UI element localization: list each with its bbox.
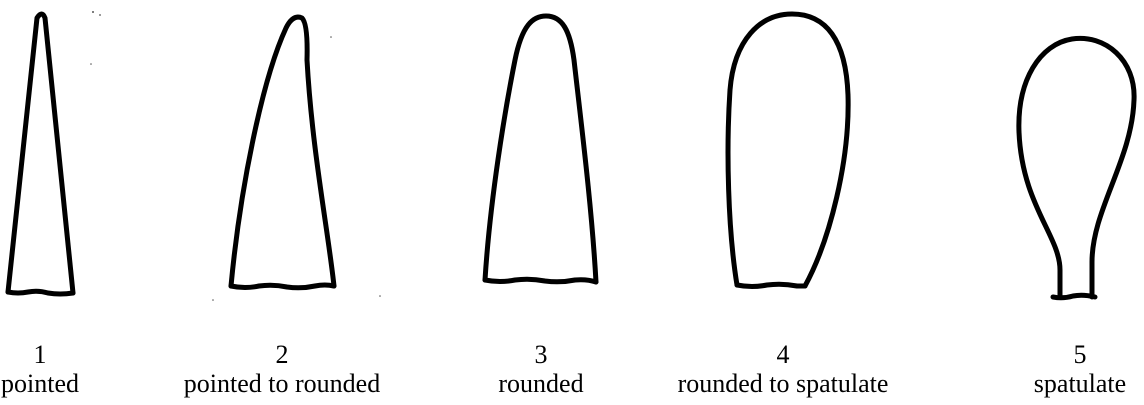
shape-2-base <box>228 282 337 291</box>
shape-1-number: 1 <box>34 340 47 369</box>
shape-3-number: 3 <box>535 340 548 369</box>
shape-5-outline <box>1016 35 1137 300</box>
shape-5-spatulate <box>1016 35 1137 301</box>
scan-specks <box>90 11 381 301</box>
shape-5-number: 5 <box>1074 340 1087 369</box>
shape-4-base <box>734 281 808 289</box>
shape-3-rounded <box>482 13 599 285</box>
shape-5-base <box>1050 292 1098 301</box>
shape-2-pointed-to-rounded <box>228 14 337 291</box>
shape-1-label: pointed <box>1 369 79 398</box>
shape-2-label: pointed to rounded <box>184 369 380 398</box>
shape-1-pointed <box>5 11 76 297</box>
shape-2-outline <box>228 14 337 289</box>
shape-3-base <box>482 276 599 285</box>
shape-4-rounded-to-spatulate <box>725 11 851 289</box>
shape-1-outline <box>5 11 76 296</box>
shape-1-base <box>5 288 76 297</box>
shape-4-outline <box>725 11 851 289</box>
shape-3-label: rounded <box>498 369 583 398</box>
shape-4-label: rounded to spatulate <box>678 369 889 398</box>
shape-2-number: 2 <box>276 340 289 369</box>
shape-labels: 1 pointed 2 pointed to rounded 3 rounded… <box>1 340 1126 398</box>
shape-5-label: spatulate <box>1034 369 1126 398</box>
shape-4-number: 4 <box>777 340 790 369</box>
shape-3-outline <box>482 13 599 285</box>
